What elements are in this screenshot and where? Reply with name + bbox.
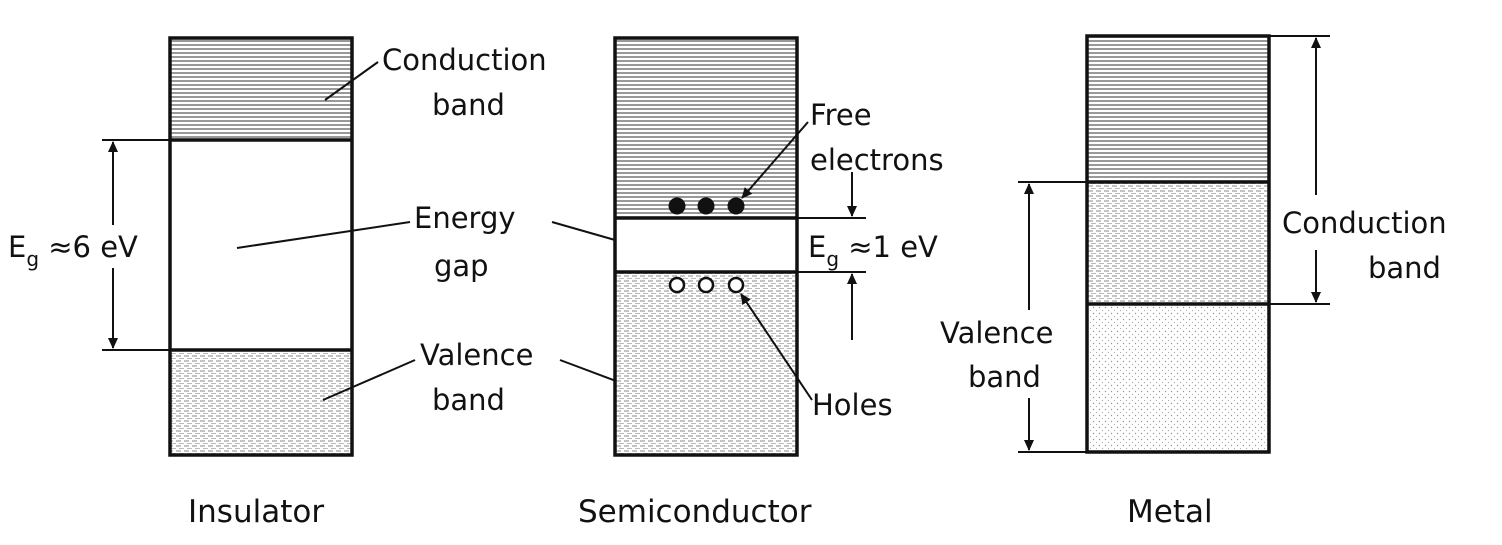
semiconductor-panel: Eg ≈1 eV Free electrons Holes Semiconduc… bbox=[578, 36, 944, 530]
holes-label: Holes bbox=[812, 388, 893, 422]
semiconductor-outline bbox=[613, 36, 799, 457]
semiconductor-gap-value: Eg ≈1 eV bbox=[808, 230, 938, 271]
insulator-conduction-band bbox=[170, 38, 352, 140]
insulator-gap-label-2: gap bbox=[434, 249, 489, 283]
free-electron bbox=[727, 197, 745, 215]
insulator-caption: Insulator bbox=[188, 494, 324, 530]
insulator-conduction-label-1: Conduction bbox=[382, 43, 547, 77]
semiconductor-energy-gap bbox=[615, 218, 797, 272]
insulator-conduction-leader bbox=[324, 61, 379, 101]
metal-caption: Metal bbox=[1127, 494, 1213, 530]
metal-conduction-upper bbox=[1087, 36, 1269, 182]
insulator-panel: Eg ≈6 eV Conduction band Energy gap Vale… bbox=[8, 36, 641, 530]
free-electrons-leader bbox=[741, 121, 809, 199]
metal-valence-lower bbox=[1087, 304, 1269, 452]
insulator-gap-leader-left bbox=[236, 221, 411, 249]
insulator-valence-leader-left bbox=[322, 359, 416, 401]
metal-outline bbox=[1085, 34, 1271, 454]
insulator-valence-label-1: Valence bbox=[420, 338, 533, 372]
free-electrons-label-1: Free bbox=[810, 98, 872, 132]
semiconductor-valence-band bbox=[615, 272, 797, 455]
insulator-gap-label-1: Energy bbox=[414, 201, 516, 235]
free-electron bbox=[668, 197, 686, 215]
metal-conduction-label-1: Conduction bbox=[1282, 206, 1447, 240]
free-electrons-label-2: electrons bbox=[810, 143, 944, 177]
insulator-valence-label-2: band bbox=[432, 383, 505, 417]
semiconductor-conduction-band bbox=[615, 38, 797, 218]
metal-panel: Conduction band Valence band Metal bbox=[940, 34, 1447, 530]
metal-conduction-label-2: band bbox=[1368, 251, 1441, 285]
insulator-gap-leader-right bbox=[551, 221, 616, 241]
insulator-valence-band bbox=[170, 350, 352, 455]
hole bbox=[697, 276, 715, 294]
holes-leader bbox=[740, 293, 813, 401]
metal-valence-label-1: Valence bbox=[940, 316, 1053, 350]
semiconductor-caption: Semiconductor bbox=[578, 494, 812, 530]
free-electron bbox=[697, 197, 715, 215]
insulator-conduction-label-2: band bbox=[432, 88, 505, 122]
metal-overlap-region bbox=[1087, 182, 1269, 304]
metal-valence-label-2: band bbox=[968, 360, 1041, 394]
hole bbox=[727, 276, 745, 294]
insulator-gap-value: Eg ≈6 eV bbox=[8, 230, 138, 271]
insulator-outline bbox=[168, 36, 354, 457]
hole bbox=[668, 276, 686, 294]
